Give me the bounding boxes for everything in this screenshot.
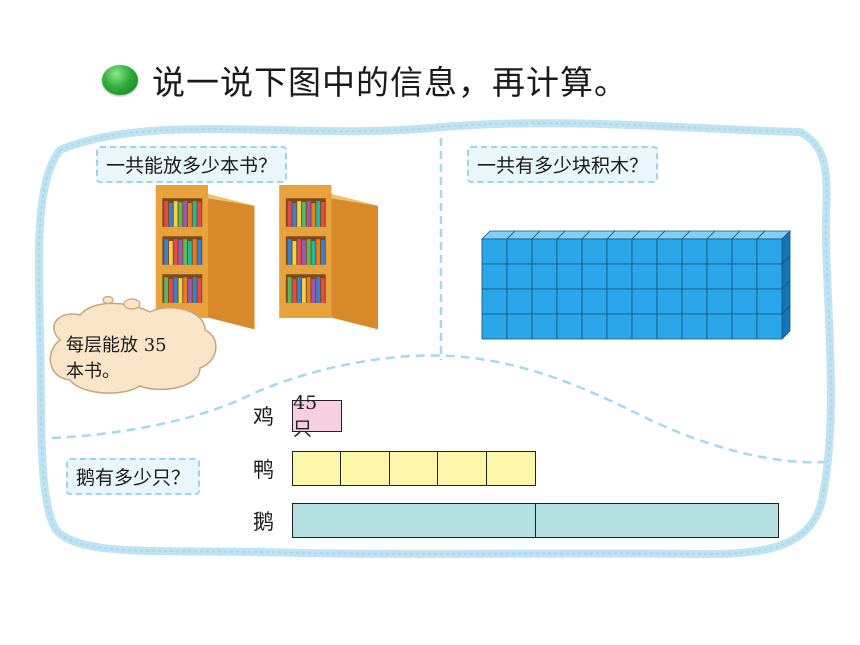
books-question-text: 一共能放多少本书？ bbox=[106, 155, 278, 177]
books-question-label: 一共能放多少本书？ bbox=[96, 146, 288, 183]
cube-face bbox=[731, 313, 758, 340]
cube-face bbox=[731, 288, 758, 315]
cube-face bbox=[681, 288, 708, 315]
goose-bar bbox=[292, 503, 779, 538]
cube-face bbox=[756, 263, 783, 290]
cube-face bbox=[656, 288, 683, 315]
cube-face bbox=[531, 263, 558, 290]
green-dot-icon bbox=[102, 65, 138, 95]
cube-face bbox=[506, 288, 533, 315]
cube-face bbox=[531, 238, 558, 265]
duck-bar-segment bbox=[341, 452, 390, 485]
birds-question-label: 鹅有多少只？ bbox=[66, 458, 201, 495]
goose-label: 鹅 bbox=[253, 510, 274, 534]
cube-face bbox=[606, 313, 633, 340]
heading-text: 说一说下图中的信息，再计算。 bbox=[152, 63, 628, 102]
duck-bar-segment bbox=[438, 452, 487, 485]
cube-face bbox=[631, 313, 658, 340]
cube-face bbox=[656, 238, 683, 265]
birds-question-text: 鹅有多少只？ bbox=[76, 467, 191, 489]
cube-face bbox=[731, 238, 758, 265]
page-heading: 说一说下图中的信息，再计算。 bbox=[102, 56, 628, 104]
goose-bar-segment bbox=[293, 504, 536, 537]
blocks-question-text: 一共有多少块积木？ bbox=[477, 155, 649, 177]
cube-face bbox=[531, 288, 558, 315]
cube-face bbox=[556, 238, 583, 265]
duck-bar-segment bbox=[293, 452, 342, 485]
cube-face bbox=[531, 313, 558, 340]
chicken-label: 鸡 bbox=[253, 405, 274, 429]
chicken-amount-text: 45 只 bbox=[293, 391, 318, 440]
blocks-question-label: 一共有多少块积木？ bbox=[467, 146, 659, 183]
duck-bar-segment bbox=[390, 452, 439, 485]
bubble-text-line2: 本书。 bbox=[66, 361, 120, 382]
duck-label: 鸭 bbox=[253, 458, 274, 482]
duck-bar bbox=[292, 451, 536, 486]
cube-face bbox=[656, 313, 683, 340]
chicken-amount-box: 45 只 bbox=[292, 392, 342, 440]
cube-face bbox=[606, 238, 633, 265]
bubble-text-line1: 每层能放 35 bbox=[66, 335, 167, 356]
cube-face bbox=[556, 313, 583, 340]
cube-face bbox=[606, 263, 633, 290]
cube-face bbox=[581, 238, 608, 265]
cube-face bbox=[681, 263, 708, 290]
cube-face bbox=[706, 238, 733, 265]
cube-face bbox=[731, 263, 758, 290]
cube-face bbox=[481, 263, 508, 290]
cube-face bbox=[756, 238, 783, 265]
cube-face bbox=[656, 263, 683, 290]
cube-face bbox=[506, 238, 533, 265]
cube-face bbox=[706, 313, 733, 340]
thought-bubble bbox=[49, 295, 217, 394]
cube-face bbox=[481, 313, 508, 340]
cube-face bbox=[706, 288, 733, 315]
cube-face bbox=[481, 288, 508, 315]
cube-face bbox=[631, 238, 658, 265]
cube-face bbox=[756, 313, 783, 340]
blocks-illustration bbox=[481, 230, 791, 340]
cube-face bbox=[506, 313, 533, 340]
cube-face bbox=[581, 263, 608, 290]
cube-face bbox=[556, 263, 583, 290]
cube-face bbox=[581, 313, 608, 340]
cube-face bbox=[681, 238, 708, 265]
cube-face bbox=[756, 288, 783, 315]
cube-face bbox=[481, 238, 508, 265]
cube-face bbox=[706, 263, 733, 290]
cube-face bbox=[506, 263, 533, 290]
cube-face bbox=[681, 313, 708, 340]
cube-face bbox=[581, 288, 608, 315]
cube-face bbox=[631, 288, 658, 315]
cube-face bbox=[606, 288, 633, 315]
cube-face bbox=[631, 263, 658, 290]
cube-face bbox=[556, 288, 583, 315]
